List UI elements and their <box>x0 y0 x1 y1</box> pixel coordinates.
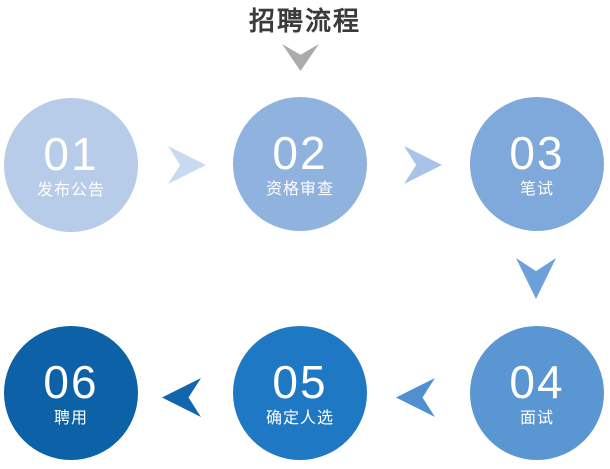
step-label: 确定人选 <box>265 409 334 427</box>
arrow-right-icon <box>404 146 442 184</box>
step-number: 02 <box>272 126 328 179</box>
arrow-down-icon <box>516 258 556 299</box>
step-number: 01 <box>43 127 99 180</box>
step-number: 03 <box>509 126 565 179</box>
step-circle-03: 03 笔试 <box>470 97 604 231</box>
title-down-chevron-icon <box>282 44 319 71</box>
step-label: 面试 <box>519 409 554 427</box>
step-circle-01: 01 发布公告 <box>4 98 138 232</box>
step-number: 06 <box>43 355 99 408</box>
diagram-title: 招聘流程 <box>248 6 361 36</box>
step-circle-06: 06 聘用 <box>4 326 138 460</box>
step-label: 发布公告 <box>36 181 105 199</box>
step-circle-04: 04 面试 <box>470 326 604 460</box>
step-circle-02: 02 资格审查 <box>233 97 367 231</box>
step-number: 04 <box>509 355 565 408</box>
step-label: 聘用 <box>53 409 88 427</box>
arrow-left-icon <box>162 378 201 417</box>
arrow-right-icon <box>168 146 206 184</box>
step-label: 资格审查 <box>265 180 334 198</box>
step-number: 05 <box>272 355 328 408</box>
arrow-left-icon <box>396 378 435 417</box>
step-label: 笔试 <box>519 180 554 198</box>
step-circle-05: 05 确定人选 <box>233 326 367 460</box>
